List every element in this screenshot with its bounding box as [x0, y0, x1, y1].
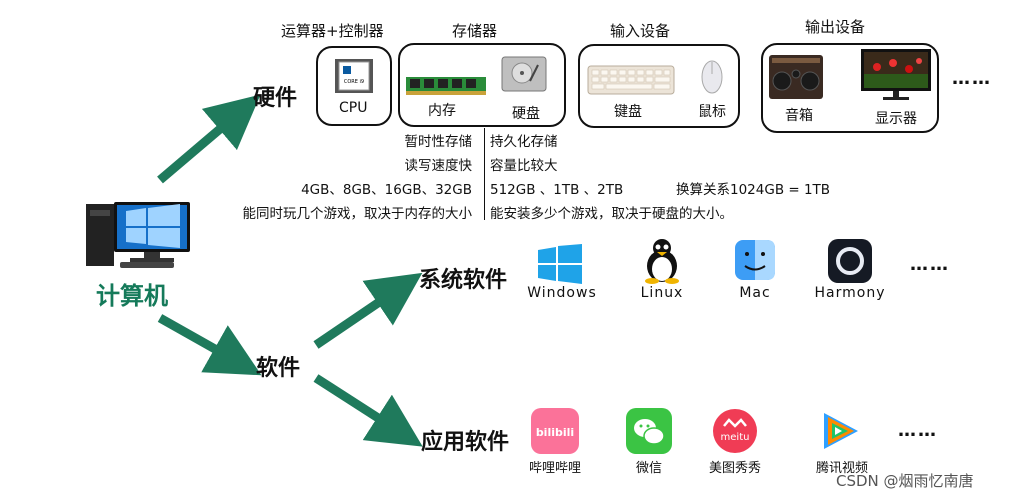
notes-divider [484, 128, 485, 220]
system-software-more: …… [910, 254, 950, 275]
ram-label: 内存 [428, 103, 456, 119]
meitu-label: 美图秀秀 [708, 461, 761, 476]
keyboard-icon [587, 65, 675, 98]
cpu-label: CPU [339, 100, 368, 116]
disk-note-2: 容量比较大 [490, 158, 558, 174]
input-box: 键盘 鼠标 [578, 44, 740, 128]
cpu-box: CORE i9 CPU [316, 46, 392, 126]
memory-note-4: 能同时玩几个游戏，取决于内存的大小 [242, 206, 473, 222]
wechat-label: 微信 [635, 461, 662, 476]
system-software-label: 系统软件 [419, 268, 508, 293]
app-software-more: …… [898, 420, 938, 441]
bilibili-icon: bilibili [531, 408, 579, 458]
watermark: CSDN @烟雨忆南唐 [836, 472, 974, 490]
disk-note-4: 能安装多少个游戏，取决于硬盘的大小。 [490, 206, 733, 222]
disk-note-3: 512GB 、1TB 、2TB [490, 182, 624, 198]
root-label: 计算机 [96, 282, 168, 310]
group-title-input: 输入设备 [610, 22, 671, 40]
linux-label: Linux [640, 285, 684, 301]
mac-label: Mac [739, 285, 771, 301]
computer-icon [84, 196, 194, 275]
mac-finder-icon [735, 240, 775, 284]
memory-note-1: 暂时性存储 [404, 134, 473, 150]
app-software-label: 应用软件 [421, 430, 510, 455]
arrow-software-to-app [313, 374, 423, 447]
group-title-output: 输出设备 [805, 18, 866, 36]
disk-note-1: 持久化存储 [490, 134, 558, 150]
tencent-video-label: 腾讯视频 [815, 461, 868, 476]
windows-icon [538, 244, 582, 288]
storage-box: 内存 硬盘 [398, 43, 566, 127]
cpu-chip-text: CORE i9 [344, 79, 364, 85]
memory-note-3: 4GB、8GB、16GB、32GB [301, 182, 472, 198]
speaker-icon [769, 55, 823, 103]
meitu-icon: meitu [712, 408, 758, 458]
windows-label: Windows [527, 285, 597, 301]
tencent-video-icon [818, 409, 862, 457]
disk-label: 硬盘 [512, 106, 540, 122]
arrow-software-to-system [313, 272, 423, 349]
speaker-label: 音箱 [785, 108, 813, 124]
meitu-icon-text: meitu [721, 432, 750, 443]
software-label: 软件 [256, 356, 301, 381]
mouse-label: 鼠标 [698, 104, 726, 120]
harmony-label: Harmony [814, 285, 886, 301]
bilibili-label: 哔哩哔哩 [528, 461, 581, 476]
conversion-note: 换算关系1024GB = 1TB [676, 182, 831, 198]
ram-stick-icon [406, 75, 486, 101]
memory-note-2: 读写速度快 [404, 158, 473, 174]
hard-disk-icon [500, 51, 548, 99]
wechat-icon [626, 408, 672, 458]
linux-tux-icon [642, 238, 682, 288]
hardware-more: …… [952, 68, 992, 89]
monitor-label: 显示器 [875, 111, 917, 127]
hardware-label: 硬件 [253, 86, 298, 111]
monitor-icon [861, 49, 931, 105]
arrow-root-to-software [157, 314, 262, 376]
cpu-chip-icon: CORE i9 [334, 58, 374, 98]
harmony-icon [828, 239, 872, 287]
bilibili-icon-text: bilibili [536, 426, 574, 439]
mouse-icon [700, 60, 724, 98]
output-box: 音箱 显示器 [761, 43, 939, 133]
group-title-storage: 存储器 [452, 22, 498, 40]
keyboard-label: 键盘 [614, 104, 642, 120]
group-title-cpu: 运算器+控制器 [281, 22, 384, 40]
arrow-root-to-hardware [157, 94, 261, 184]
